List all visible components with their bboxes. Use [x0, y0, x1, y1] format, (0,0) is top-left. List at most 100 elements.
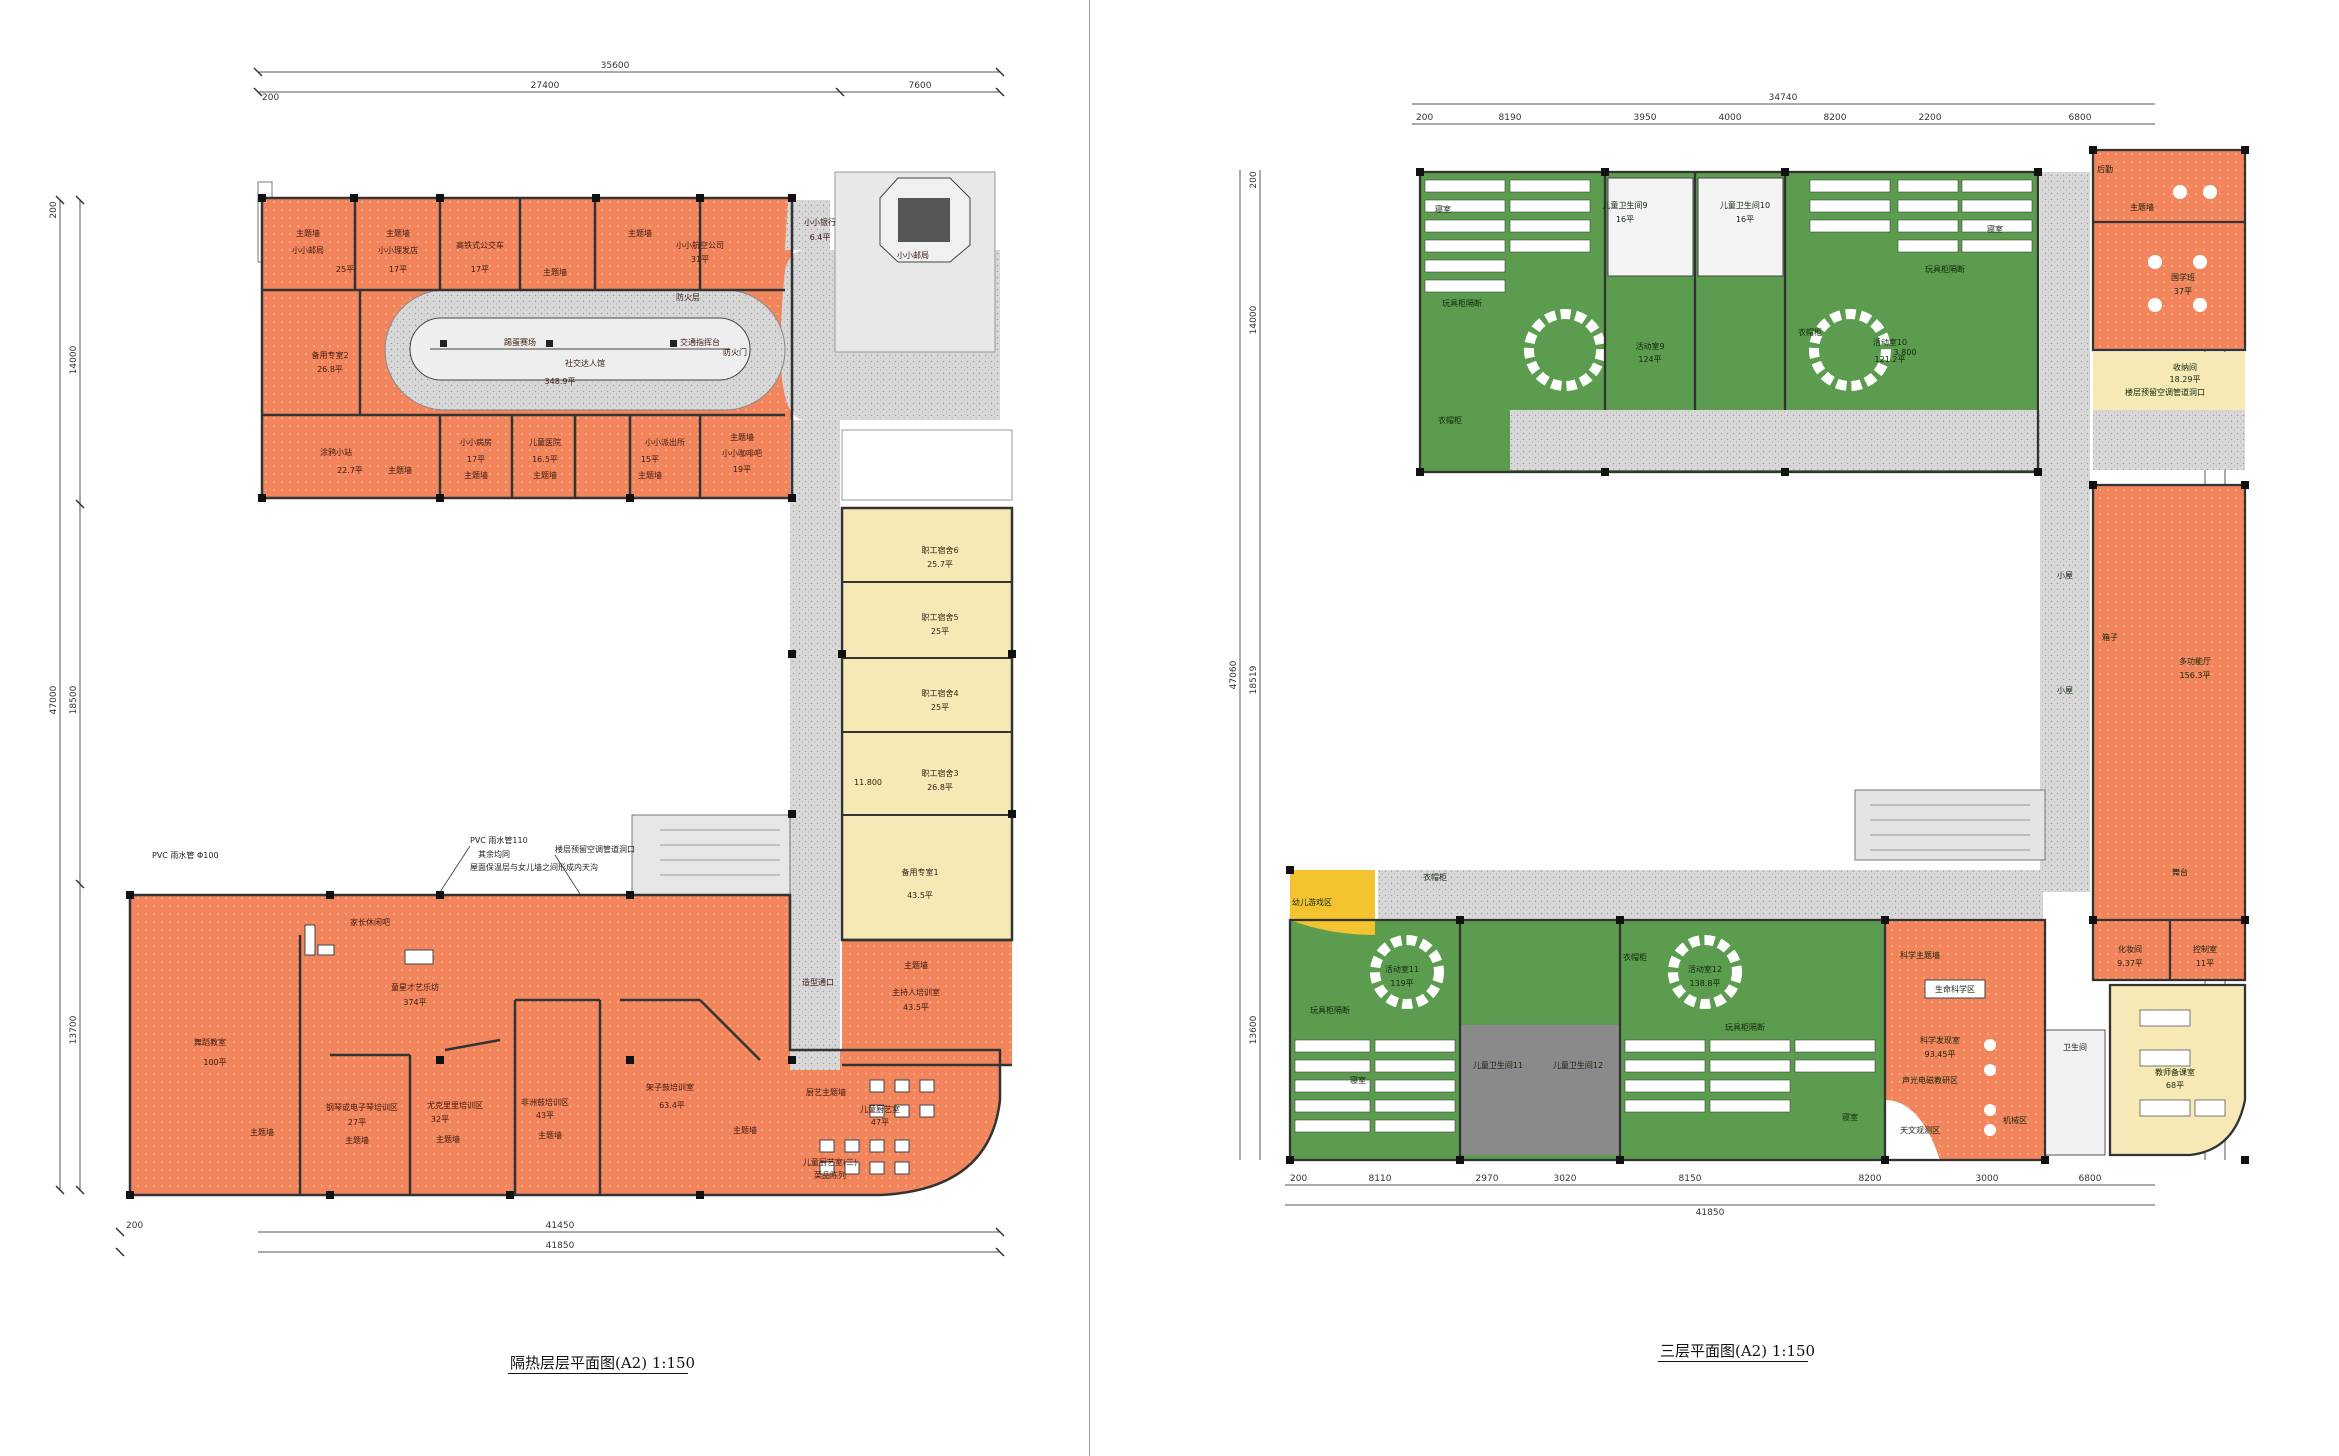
- room-label: 声光电磁教研区: [1902, 1075, 1958, 1085]
- room-label: 控制室: [2193, 944, 2217, 954]
- room-label: 93.45平: [1925, 1050, 1956, 1059]
- room-label: 124平: [1638, 355, 1661, 364]
- science-stools: [1984, 1039, 1996, 1136]
- room-label: 主题墙: [296, 228, 320, 238]
- room-label: 主题墙: [2130, 202, 2154, 212]
- stair-mid: [1854, 789, 2046, 861]
- left-floor-plan: 35600 27400 7600 200 41450 41850 200 470…: [49, 61, 1016, 1257]
- room-label: 374平: [403, 998, 426, 1007]
- dim: 8190: [1499, 113, 1522, 123]
- left-columns: [126, 194, 1016, 1199]
- void-area: [841, 429, 1013, 501]
- room-label: 尤克里里培训区: [427, 1100, 483, 1110]
- left-walls: [128, 196, 1014, 1197]
- dim: 2970: [1476, 1174, 1499, 1184]
- left-dimension-lines: [59, 71, 1000, 1253]
- room-label: 玩具柜隔断: [1442, 298, 1482, 308]
- room-label: 主题墙: [638, 470, 662, 480]
- room-label: 儿童厨艺室: [860, 1104, 900, 1114]
- room-label: 社交达人馆: [565, 358, 605, 368]
- room-label: 119平: [1390, 979, 1413, 988]
- room-label: 高铁式公交车: [456, 240, 504, 250]
- dim-top-a: 27400: [531, 81, 560, 91]
- room-label: 25平: [931, 703, 949, 712]
- room-label: 100平: [203, 1058, 226, 1067]
- room-label: 钢琴或电子琴培训区: [326, 1102, 398, 1112]
- room-label: 儿童卫生间12: [1553, 1060, 1603, 1070]
- room-label: 家长休闲吧: [350, 917, 390, 927]
- room-label: 儿童卫生间10: [1720, 200, 1770, 210]
- table-ring: [1370, 935, 1444, 1009]
- room-label: 衣帽柜: [1438, 415, 1462, 425]
- staff-toilet: [2044, 1029, 2106, 1156]
- room-label: 主题墙: [345, 1135, 369, 1145]
- guoxue-tables: [2148, 185, 2217, 312]
- room-label: 防火层: [676, 292, 700, 302]
- room-label: 活动室11: [1385, 964, 1419, 974]
- dim-top-total: 35600: [601, 61, 630, 71]
- bottom-wing-texture: [130, 895, 1000, 1195]
- room-label: 3.800: [1894, 348, 1917, 357]
- dim: 3000: [1976, 1174, 1999, 1184]
- room-label: 18.29平: [2170, 375, 2201, 384]
- room-label: 小屋: [2057, 686, 2073, 695]
- room-label: 156.3平: [2180, 671, 2211, 680]
- room-label: 多功能厅: [2179, 656, 2211, 666]
- room-label: 22.7平: [337, 466, 363, 475]
- top-corridor: [1510, 410, 2090, 470]
- toilet-11: [1460, 1025, 1540, 1155]
- room-label: 活动室9: [1635, 341, 1664, 351]
- astronomy-corner: [1885, 1100, 1940, 1160]
- room-label: 138.8平: [1690, 979, 1721, 988]
- dim: 14000: [1249, 305, 1259, 334]
- room-label: 寝室: [1987, 224, 2003, 234]
- room-label: 25平: [931, 627, 949, 636]
- toilet-12: [1540, 1025, 1620, 1155]
- dim-left-small: 200: [49, 201, 59, 218]
- table-ring: [1668, 935, 1742, 1009]
- room-label: 9.37平: [2117, 959, 2143, 968]
- dim-left-b: 18500: [69, 685, 79, 714]
- left-dim-labels: 35600 27400 7600 200 41450 41850 200 470…: [49, 61, 932, 1251]
- room-label: 主题墙: [628, 228, 652, 238]
- room-label: 衣帽柜: [1423, 872, 1447, 882]
- stair-lines: [1870, 804, 2030, 851]
- room-label: 寝室: [1350, 1075, 1366, 1085]
- room-label: 26.8平: [317, 365, 343, 374]
- room-label: 楼层预留空调管道洞口: [2125, 387, 2205, 397]
- room-label: 儿童厨艺室(三): [803, 1157, 857, 1167]
- room-label: 25.7平: [927, 560, 953, 569]
- room-label: 化妆间: [2118, 944, 2142, 954]
- dim-bottom-total: 41850: [1696, 1208, 1725, 1218]
- room-label: 玩具柜隔断: [1725, 1022, 1765, 1032]
- room-label: 备用专室1: [901, 867, 938, 877]
- note: 屋面保温层与女儿墙之间形成内天沟: [470, 862, 598, 872]
- right-corridor: [2093, 410, 2245, 470]
- bottom-corridor: [1378, 870, 2043, 920]
- room-label: 主持人培训室: [892, 987, 940, 997]
- dim: 200: [1249, 171, 1259, 188]
- room-label: 寝室: [1435, 204, 1451, 214]
- dim: 4000: [1719, 113, 1742, 123]
- room-label: 舞台: [2172, 867, 2188, 877]
- room-label: 16平: [1736, 215, 1754, 224]
- room-label: 主题墙: [533, 470, 557, 480]
- room-label: 15平: [641, 455, 659, 464]
- left-title-underline: [508, 1373, 688, 1374]
- right-room-labels: 寝室 玩具柜隔断 衣帽柜 儿童卫生间9 16平 活动室9 124平 儿童卫生间1…: [1292, 164, 2217, 1135]
- left-notes: PVC 雨水管110 其余均同 楼层预留空调管道洞口 屋面保温层与女儿墙之间形成…: [152, 835, 635, 872]
- elevator-icon: [898, 198, 950, 242]
- room-label: 小小银行: [804, 217, 836, 227]
- room-label: 小小邮局: [897, 250, 929, 260]
- right-columns: [1286, 146, 2249, 1164]
- dim: 8200: [1859, 1174, 1882, 1184]
- right-vertical-corridor: [2040, 172, 2090, 892]
- room-label: 小小邮局: [292, 245, 324, 255]
- room-label: 涂鸦小站: [320, 447, 352, 457]
- toilet-9: [1607, 177, 1694, 277]
- teacher-desks: [2139, 1009, 2226, 1117]
- dim: 3020: [1554, 1174, 1577, 1184]
- room-label: 玩具柜隔断: [1310, 1005, 1350, 1015]
- room-label: 小小航空公司: [676, 240, 724, 250]
- dim: 18519: [1249, 665, 1259, 694]
